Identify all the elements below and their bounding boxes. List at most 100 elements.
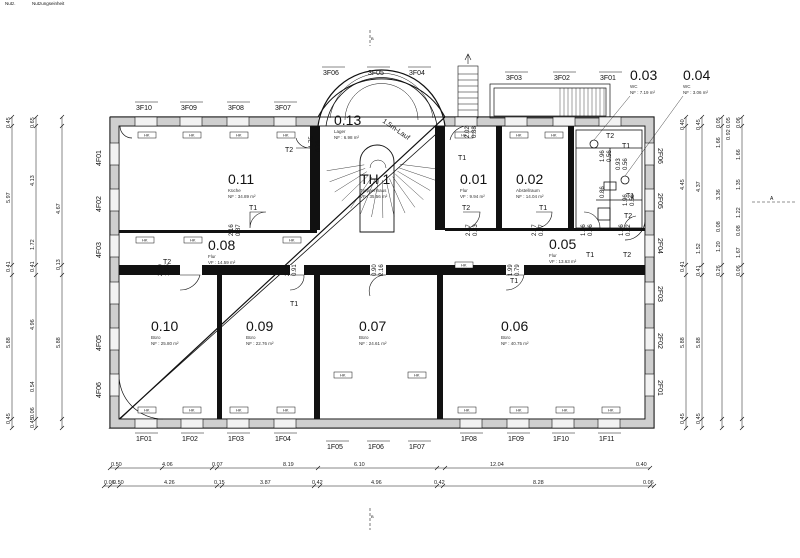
interior-wall-cuts bbox=[180, 265, 524, 275]
window-tag: 1F03 bbox=[228, 436, 244, 443]
door-type: T1 bbox=[290, 301, 298, 308]
dimension-ticks bbox=[9, 114, 745, 489]
dim-text: 0.42 bbox=[434, 480, 445, 486]
svg-text:0.08: 0.08 bbox=[716, 221, 722, 232]
window-tag: 2F01 bbox=[656, 380, 663, 396]
door-dim: 0.56 bbox=[607, 150, 613, 162]
heater-box: HK bbox=[555, 406, 575, 414]
room-number: 0.11 bbox=[228, 171, 254, 187]
room-area: VF : 35.56 m² bbox=[360, 194, 388, 199]
svg-text:0.41: 0.41 bbox=[6, 261, 12, 272]
room-th1: TH 1 Treppenhaus VF : 35.56 m² bbox=[360, 171, 391, 199]
door-dim: 2.02 bbox=[465, 126, 471, 138]
window-tag: 3F06 bbox=[323, 70, 339, 77]
dims-right-a: 0.40 4.45 0.41 5.88 0.45 bbox=[680, 119, 686, 424]
section-marker-side: A bbox=[752, 196, 796, 203]
window-tag: 2F04 bbox=[656, 238, 663, 254]
svg-text:0.41: 0.41 bbox=[30, 261, 36, 272]
svg-text:0.06: 0.06 bbox=[30, 407, 36, 418]
svg-text:HK: HK bbox=[283, 133, 289, 138]
room-0-11: 0.11 Küche NF : 34.89 m² bbox=[228, 171, 256, 199]
svg-text:1.66: 1.66 bbox=[716, 137, 722, 148]
door-dim: 2.16 bbox=[379, 264, 385, 276]
section-marker-top: B bbox=[369, 30, 374, 46]
heater-box: HK bbox=[229, 406, 249, 414]
window-tag: 3F07 bbox=[275, 105, 291, 112]
door-dim: 0.56 bbox=[630, 194, 636, 206]
svg-text:HK: HK bbox=[461, 133, 467, 138]
svg-text:HK: HK bbox=[608, 408, 614, 413]
room-area: NF : 3.06 m² bbox=[683, 90, 709, 95]
heater-box: HK bbox=[182, 406, 202, 414]
room-area: NF : 7.19 m² bbox=[630, 90, 656, 95]
room-name: Flur bbox=[460, 188, 468, 193]
room-area: NF : 22.76 m² bbox=[246, 341, 274, 346]
svg-text:5.97: 5.97 bbox=[6, 192, 12, 203]
dim-text: 8.28 bbox=[533, 480, 544, 486]
svg-text:HK: HK bbox=[551, 133, 557, 138]
window-tag: 3F05 bbox=[368, 70, 384, 77]
svg-text:HK: HK bbox=[516, 408, 522, 413]
door-dim: 1.96 bbox=[600, 150, 606, 162]
room-0-05: 0.05 Flur VF : 13.63 m² bbox=[549, 236, 577, 264]
door-dim: 0.93 bbox=[616, 158, 622, 170]
svg-text:A: A bbox=[770, 196, 774, 202]
svg-text:HK: HK bbox=[142, 238, 148, 243]
dims-left-outer: 0.45 5.97 0.41 5.88 0.45 bbox=[6, 117, 12, 424]
window-tag: 3F09 bbox=[181, 105, 197, 112]
window-tag-frames bbox=[135, 66, 622, 442]
door-dim: 1.86 bbox=[619, 224, 625, 236]
door-dim: 1.85 bbox=[165, 264, 171, 276]
svg-text:0.45: 0.45 bbox=[696, 119, 702, 130]
svg-text:1.22: 1.22 bbox=[736, 207, 742, 218]
svg-text:0.45: 0.45 bbox=[30, 417, 36, 428]
svg-text:5.88: 5.88 bbox=[680, 337, 686, 348]
window-tag: 1F04 bbox=[275, 436, 291, 443]
window-tag: 3F02 bbox=[554, 75, 570, 82]
svg-text:4.13: 4.13 bbox=[30, 175, 36, 186]
window-tags: 3F06 3F05 3F04 3F03 3F02 3F01 3F10 3F09 … bbox=[96, 70, 663, 451]
svg-text:4.67: 4.67 bbox=[56, 203, 62, 214]
door-type: T1 bbox=[586, 252, 594, 259]
dim-text: 4.96 bbox=[371, 480, 382, 486]
svg-text:HK: HK bbox=[516, 133, 522, 138]
dim-text: 12.04 bbox=[490, 462, 504, 468]
dim-text: 0.06 bbox=[104, 480, 115, 486]
dim-text: 4.06 bbox=[162, 462, 173, 468]
room-number: 0.04 bbox=[683, 67, 710, 83]
dim-text: 0.07 bbox=[212, 462, 223, 468]
svg-text:0.45: 0.45 bbox=[6, 117, 12, 128]
window-tag: 3F08 bbox=[228, 105, 244, 112]
room-name: Küche bbox=[228, 188, 241, 193]
svg-text:HK: HK bbox=[189, 408, 195, 413]
room-name: Büro bbox=[501, 335, 511, 340]
dims-bottom-row2: 0.06 0.50 4.26 0.15 3.87 0.42 4.96 0.42 … bbox=[104, 480, 654, 486]
window-tag: 2F05 bbox=[656, 193, 663, 209]
svg-text:HK: HK bbox=[340, 373, 346, 378]
svg-text:B: B bbox=[371, 514, 374, 519]
svg-text:5.88: 5.88 bbox=[56, 337, 62, 348]
room-number: 0.03 bbox=[630, 67, 657, 83]
door-dim: 2.17 bbox=[466, 224, 472, 236]
svg-text:0.13: 0.13 bbox=[56, 259, 62, 270]
svg-text:4.37: 4.37 bbox=[696, 181, 702, 192]
door-dim: 0.87 bbox=[236, 224, 242, 236]
door-type: T1 bbox=[249, 205, 257, 212]
balcony bbox=[489, 83, 611, 119]
entrance-stair bbox=[457, 53, 479, 119]
dims-left-mid: 0.65 4.13 1.72 0.41 4.96 0.54 0.06 0.45 bbox=[30, 117, 36, 428]
window-tag: 1F02 bbox=[182, 436, 198, 443]
door-type: T1 bbox=[539, 205, 547, 212]
room-name: Büro bbox=[359, 335, 369, 340]
door-dim: 0.87 bbox=[539, 224, 545, 236]
door-dim: 0.86 bbox=[600, 186, 606, 198]
room-number: 0.01 bbox=[460, 171, 487, 187]
window-tag: 3F04 bbox=[409, 70, 425, 77]
door-dim: 1.75 bbox=[309, 136, 315, 148]
door-dim: 2.16 bbox=[229, 224, 235, 236]
door-type: T1 bbox=[622, 143, 630, 150]
legend-nutz: Nutz. bbox=[5, 1, 16, 6]
wc-partitions bbox=[575, 129, 643, 229]
room-name: Büro bbox=[151, 335, 161, 340]
